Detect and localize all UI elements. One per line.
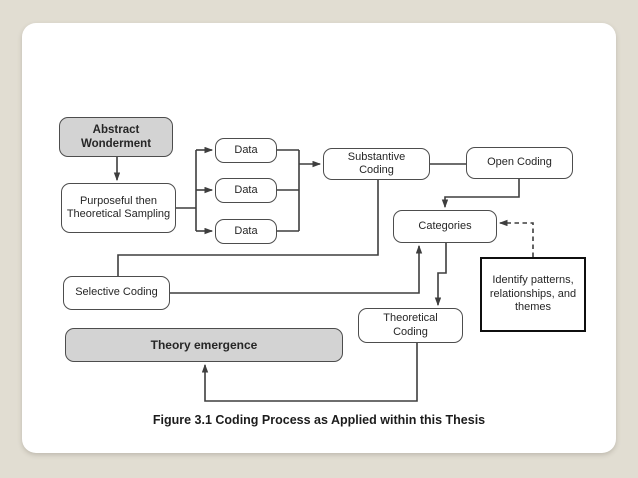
node-theory-emergence-label: Theory emergence — [150, 337, 258, 352]
node-identify-patterns-label: Identify patterns, relationships, and th… — [489, 274, 577, 314]
edge-purposeful-branch — [176, 150, 197, 231]
node-purposeful-theoretical-sampling: Purposeful then Theoretical Sampling — [61, 183, 176, 233]
node-open-coding: Open Coding — [466, 147, 573, 179]
node-selective-coding: Selective Coding — [63, 276, 170, 310]
node-substantive-coding-label: Substantive Coding — [347, 150, 406, 176]
edge-theoretical-to-theory — [201, 343, 418, 402]
node-substantive-coding: Substantive Coding — [323, 148, 430, 180]
node-theory-emergence: Theory emergence — [65, 328, 343, 362]
edge-data-collector — [277, 149, 300, 232]
edge-open-to-categories — [441, 179, 520, 209]
node-selective-coding-label: Selective Coding — [75, 286, 158, 299]
node-categories-label: Categories — [418, 219, 472, 232]
node-data-3: Data — [215, 219, 277, 244]
node-identify-patterns: Identify patterns, relationships, and th… — [480, 257, 586, 332]
node-open-coding-label: Open Coding — [487, 156, 552, 169]
node-data-2-label: Data — [234, 183, 258, 196]
edge-categories-to-theoretical — [434, 243, 447, 307]
edge-identify-to-categories-dashed — [498, 219, 534, 257]
node-purposeful-theoretical-sampling-label: Purposeful then Theoretical Sampling — [66, 194, 171, 220]
edge-substantive-to-selective — [117, 180, 379, 276]
node-abstract-wonderment-label: Abstract Wonderment — [80, 123, 152, 150]
node-data-2: Data — [215, 178, 277, 203]
slide-surface — [22, 23, 616, 453]
node-data-1-label: Data — [234, 143, 258, 156]
figure-caption: Figure 3.1 Coding Process as Applied wit… — [152, 413, 486, 427]
node-data-3-label: Data — [234, 224, 258, 237]
node-data-1: Data — [215, 138, 277, 163]
edge-selective-to-categories — [170, 244, 423, 294]
node-theoretical-coding-label: Theoretical Coding — [383, 312, 438, 338]
node-theoretical-coding: Theoretical Coding — [358, 308, 463, 343]
node-abstract-wonderment: Abstract Wonderment — [59, 117, 173, 157]
node-categories: Categories — [393, 210, 497, 243]
